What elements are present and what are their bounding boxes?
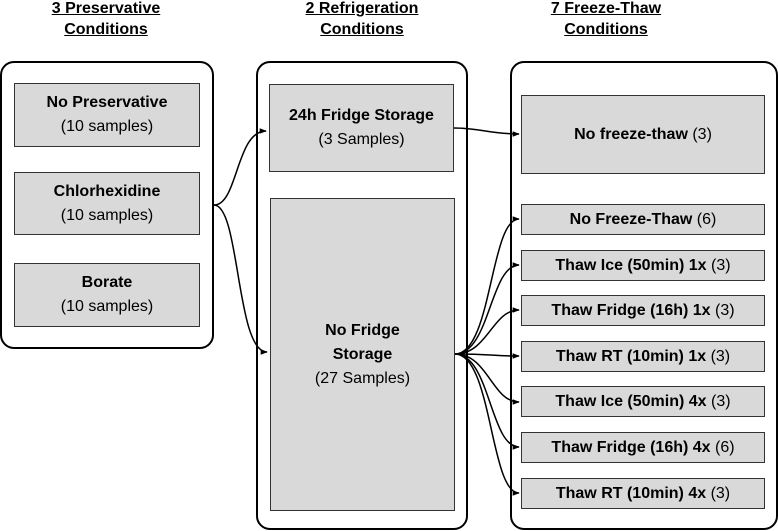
node-ft-thaw-fridge-4x: Thaw Fridge (16h) 4x (6) (521, 432, 765, 463)
node-count: (27 Samples) (314, 369, 411, 387)
node-ft-no-freeze-thaw-3: No freeze-thaw (3) (521, 95, 765, 174)
node-label: No Freeze-Thaw (569, 210, 693, 228)
node-label: No Preservative (46, 94, 168, 111)
node-label: Borate (81, 274, 133, 291)
node-label: Thaw RT (10min) 1x (555, 347, 707, 365)
node-count: (3) (692, 125, 712, 143)
node-label: Thaw Ice (50min) 1x (555, 256, 707, 274)
node-ft-thaw-rt-1x: Thaw RT (10min) 1x (3) (521, 341, 765, 372)
node-label: Thaw Fridge (16h) 1x (551, 301, 711, 319)
node-no-fridge-storage: No Fridge Storage (27 Samples) (270, 198, 455, 511)
header-freeze-thaw-line2: Conditions (564, 21, 648, 38)
header-refrigeration-line2: Conditions (320, 21, 404, 38)
node-count: (10 samples) (60, 206, 154, 224)
header-preservative-line1: 3 Preservative (51, 0, 161, 17)
node-no-preservative: No Preservative (10 samples) (14, 83, 200, 147)
node-count: (3) (715, 301, 735, 319)
node-label: 24h Fridge Storage (289, 107, 434, 124)
node-label-line2: Storage (332, 345, 393, 363)
header-refrigeration: 2 Refrigeration Conditions (262, 0, 462, 40)
node-count: (6) (696, 210, 717, 228)
node-count: (6) (715, 438, 735, 456)
node-ft-no-freeze-thaw-6: No Freeze-Thaw (6) (521, 204, 765, 235)
header-freeze-thaw-line1: 7 Freeze-Thaw (550, 0, 662, 17)
header-preservative: 3 Preservative Conditions (8, 0, 204, 40)
node-ft-thaw-ice-4x: Thaw Ice (50min) 4x (3) (521, 386, 765, 417)
node-fridge-storage: 24h Fridge Storage (3 Samples) (269, 84, 454, 172)
node-chlorhexidine: Chlorhexidine (10 samples) (14, 172, 200, 235)
node-count: (3 Samples) (318, 131, 405, 148)
node-count: (3) (711, 392, 731, 410)
node-count: (3) (710, 347, 731, 365)
header-preservative-line2: Conditions (64, 21, 148, 38)
node-label-line1: No Fridge (325, 321, 400, 339)
node-count: (3) (710, 484, 731, 502)
node-ft-thaw-rt-4x: Thaw RT (10min) 4x (3) (521, 478, 765, 509)
node-label: Thaw Ice (50min) 4x (555, 392, 707, 410)
node-count: (10 samples) (60, 298, 154, 315)
node-label: Thaw Fridge (16h) 4x (551, 438, 711, 456)
node-count: (3) (711, 256, 731, 274)
node-borate: Borate (10 samples) (14, 263, 200, 327)
node-ft-thaw-fridge-1x: Thaw Fridge (16h) 1x (3) (521, 295, 765, 326)
header-refrigeration-line1: 2 Refrigeration (305, 0, 419, 17)
header-freeze-thaw: 7 Freeze-Thaw Conditions (512, 0, 700, 40)
node-count: (10 samples) (60, 118, 154, 135)
node-label: Thaw RT (10min) 4x (555, 484, 707, 502)
node-ft-thaw-ice-1x: Thaw Ice (50min) 1x (3) (521, 250, 765, 281)
node-label: No freeze-thaw (574, 125, 688, 143)
node-label: Chlorhexidine (53, 182, 161, 200)
